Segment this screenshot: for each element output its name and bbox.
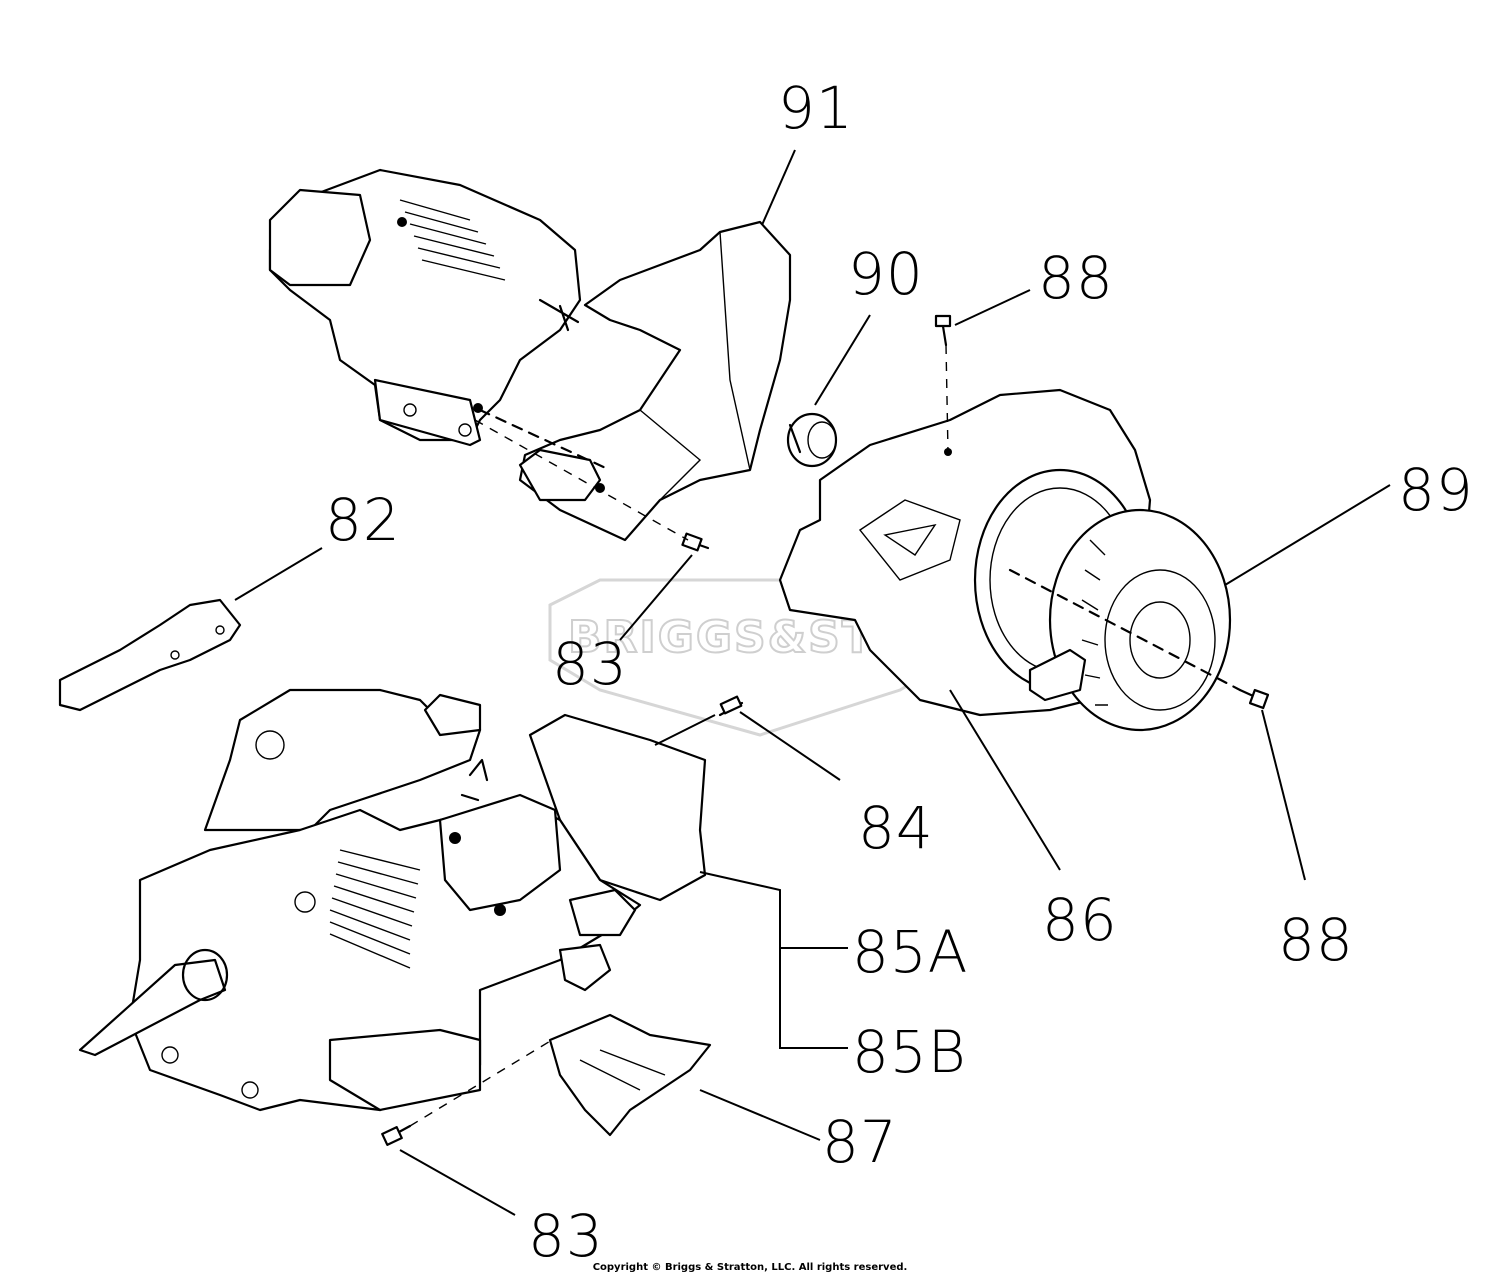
part-85-engine-lower xyxy=(78,688,707,1112)
part-83-screw-upper xyxy=(681,532,710,552)
part-84-screw xyxy=(718,695,744,717)
callout-84: 84 xyxy=(858,794,934,862)
alignment-lines xyxy=(409,344,949,1127)
part-88-screw-lower xyxy=(1238,688,1270,710)
callout-87: 87 xyxy=(822,1108,898,1176)
callout-83-lower: 83 xyxy=(528,1202,604,1270)
part-88-screw-upper xyxy=(934,314,952,347)
part-83-screw-lower xyxy=(381,1124,412,1146)
callout-90: 90 xyxy=(848,240,924,308)
callout-85b: 85B xyxy=(852,1018,967,1086)
callout-85a: 85A xyxy=(852,918,968,986)
callout-88-upper: 88 xyxy=(1038,244,1114,312)
callout-88-lower: 88 xyxy=(1278,906,1354,974)
part-91-engine-assembly xyxy=(268,168,792,542)
part-87-deflector xyxy=(548,1013,712,1137)
part-89-rewind-starter xyxy=(1008,508,1242,732)
callouts: 91 90 88 89 82 83 84 85A 85B 86 88 87 83 xyxy=(325,74,1474,1270)
copyright-footer: Copyright © Briggs & Stratton, LLC. All … xyxy=(592,1262,908,1273)
callout-86: 86 xyxy=(1042,886,1118,954)
callout-89: 89 xyxy=(1398,456,1474,524)
callout-83-upper: 83 xyxy=(552,630,628,698)
part-90-bushing xyxy=(786,412,838,468)
part-82-deflector xyxy=(58,598,242,712)
leader-lines xyxy=(234,149,1391,1216)
callout-82: 82 xyxy=(325,486,401,554)
callout-91: 91 xyxy=(778,74,854,142)
